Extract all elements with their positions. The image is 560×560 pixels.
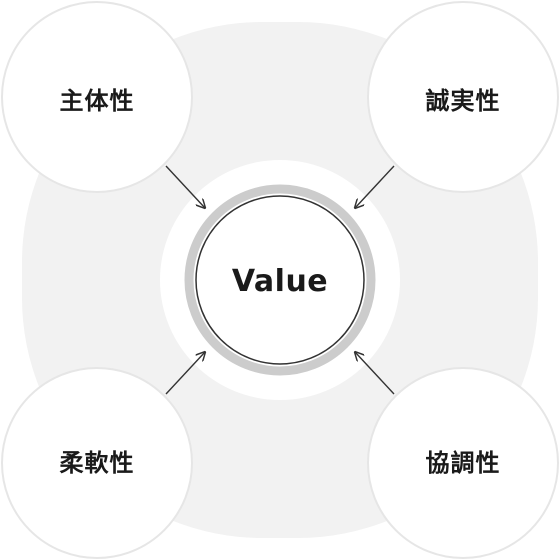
value-label-bottom-left: 柔軟性: [59, 449, 135, 477]
arrow-bottom-right: [355, 352, 395, 395]
value-label-bottom-right: 協調性: [425, 449, 501, 477]
value-label-top-right: 誠実性: [425, 87, 501, 115]
arrow-top-right: [355, 165, 395, 208]
arrow-top-left: [165, 165, 205, 208]
value-circle-bottom-left: [1, 367, 193, 559]
center-label: Value: [231, 264, 329, 299]
value-circle-top-right: [367, 1, 559, 193]
value-label-top-left: 主体性: [59, 87, 135, 115]
center-ring: [184, 184, 376, 376]
value-circle-bottom-right: [367, 367, 559, 559]
value-circle-top-left: [1, 1, 193, 193]
arrow-bottom-left: [165, 352, 205, 395]
center-circle: [195, 195, 365, 365]
